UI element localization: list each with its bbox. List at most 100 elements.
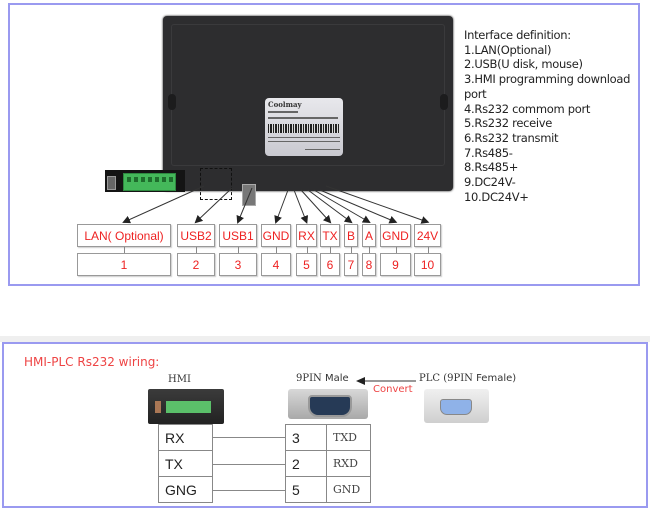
terminal-pin: [162, 177, 166, 182]
label-connector-line: [369, 247, 370, 253]
pointer-arrow: [236, 187, 253, 224]
male-connector-label: 9PIN Male: [296, 373, 349, 384]
mini-usb-port: [155, 401, 161, 413]
sticker-text-line: [268, 111, 298, 113]
label-connector-line: [276, 247, 277, 253]
wire-tx-rxd: [213, 464, 285, 465]
pointer-arrow: [313, 189, 371, 224]
pin-label-box: A: [362, 224, 376, 247]
db9-female-connector-photo: [424, 389, 489, 423]
definition-item: 6.Rs232 transmit: [464, 130, 559, 145]
sticker-text-line: [268, 117, 338, 119]
table-row: TX: [158, 450, 213, 477]
convert-label: Convert: [373, 384, 413, 395]
mount-slot-right: [440, 94, 448, 110]
pin-number-box: 5: [296, 253, 317, 276]
pin-label-box: 24V: [414, 224, 441, 247]
label-connector-line: [307, 247, 308, 253]
terminal-pin: [148, 177, 152, 182]
label-connector-line: [396, 247, 397, 253]
lan-port: [200, 168, 232, 200]
hmi-pin-cell: TX: [158, 450, 213, 477]
pointer-arrow: [300, 189, 332, 224]
terminal-pin: [141, 177, 145, 182]
terminal-pin: [155, 177, 159, 182]
label-connector-line: [238, 247, 239, 253]
pin-label-box: B: [344, 224, 358, 247]
label-connector-line: [196, 247, 197, 253]
definition-item: 2.USB(U disk, mouse): [464, 57, 583, 72]
pointer-arrow: [122, 185, 205, 224]
pin-label-box: RX: [296, 224, 317, 247]
definition-item: port: [464, 86, 487, 101]
pin-number-box: 2: [177, 253, 215, 276]
wiring-title: HMI-PLC Rs232 wiring:: [24, 355, 160, 369]
terminal-pin: [169, 177, 173, 182]
definition-item: 9.DC24V-: [464, 175, 516, 190]
product-label-sticker: Coolmay: [265, 98, 343, 156]
pin-label-box: TX: [320, 224, 340, 247]
pointer-arrow: [307, 189, 353, 224]
pin-number-box: 9: [380, 253, 411, 276]
hmi-connector-photo: [148, 389, 224, 424]
db9-male-shell: [308, 395, 352, 417]
pointer-arrow: [274, 189, 289, 224]
definition-title: Interface definition:: [464, 28, 571, 42]
wire-gnd-gnd: [213, 490, 285, 491]
convert-arrow-icon: [356, 377, 416, 385]
pin-number-box: 8: [362, 253, 376, 276]
pin-label-box: USB2: [177, 224, 215, 247]
table-row: RX: [158, 424, 213, 451]
sticker-text-line: [268, 137, 340, 138]
brand-logo: Coolmay: [268, 100, 302, 109]
plc-label-type: Female): [476, 373, 517, 384]
pointer-arrows: [122, 185, 430, 224]
pin-number-box: 10: [414, 253, 441, 276]
label-connector-line: [124, 247, 125, 253]
mount-slot-left: [168, 94, 176, 110]
plc-pin-signal: TXD: [326, 424, 371, 451]
terminal-block: [123, 173, 176, 191]
pin-number-box: 3: [219, 253, 257, 276]
male-pin-count: 9PIN: [296, 373, 322, 384]
pin-number-box: 6: [320, 253, 340, 276]
sticker-text-line: [305, 149, 340, 150]
definition-item: 1.LAN(Optional): [464, 42, 552, 57]
pointer-arrow: [325, 185, 430, 224]
plc-pin-number: 5: [285, 476, 327, 503]
definition-item: 5.Rs232 receive: [464, 116, 553, 131]
hmi-label: HMI: [168, 374, 191, 385]
pointer-arrow: [319, 189, 398, 224]
terminal-pin: [134, 177, 138, 182]
interface-definition: Interface definition: 1.LAN(Optional)2.U…: [464, 28, 630, 204]
hmi-device-back: Coolmay: [163, 16, 453, 206]
db9-female-shell: [440, 399, 472, 415]
label-connector-line: [330, 247, 331, 253]
wire-rx-txd: [213, 437, 285, 438]
label-connector-line: [428, 247, 429, 253]
definition-item: 10.DC24V+: [464, 189, 529, 204]
hmi-pin-cell: RX: [158, 424, 213, 451]
terminal-block: [166, 401, 211, 413]
separator-band: [0, 336, 650, 342]
pin-label-box: USB1: [219, 224, 257, 247]
pin-number-box: 7: [344, 253, 358, 276]
label-connector-line: [351, 247, 352, 253]
pin-number-box: 1: [77, 253, 171, 276]
plc-pin-number: 2: [285, 450, 327, 477]
pin-label-box: GND: [380, 224, 411, 247]
terminal-pin: [127, 177, 131, 182]
male-type: Male: [324, 373, 349, 384]
plc-pin-signal: GND: [326, 476, 371, 503]
definition-item: 3.HMI programming download: [464, 72, 631, 87]
pointer-arrow: [194, 187, 233, 224]
hmi-pin-table: RX TX GNG: [158, 424, 213, 503]
definition-item: 4.Rs232 commom port: [464, 101, 591, 116]
pin-number-box: 4: [261, 253, 291, 276]
pin-label-box: GND: [261, 224, 291, 247]
pin-label-box: LAN( Optional): [77, 224, 171, 247]
plc-connector-label: PLC (9PIN Female): [419, 373, 516, 384]
